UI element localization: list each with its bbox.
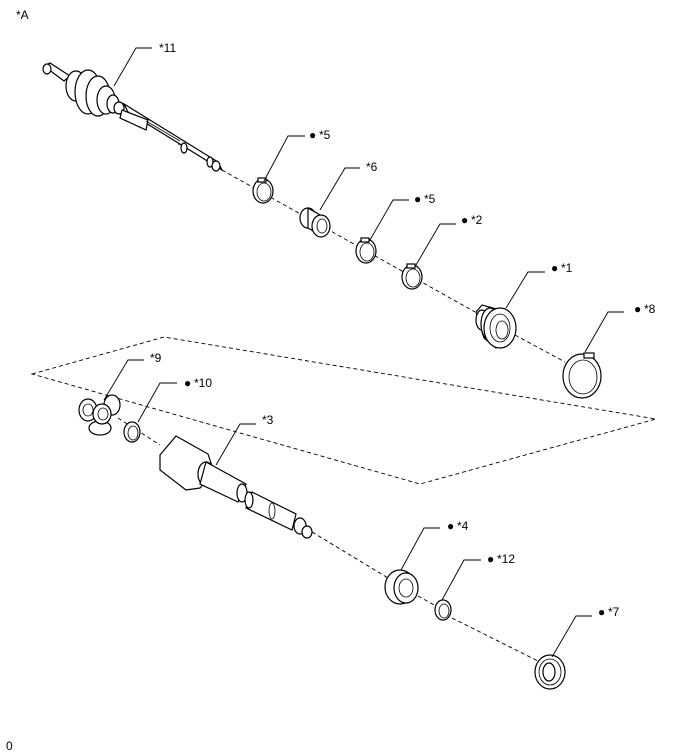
- callout-7: *7: [608, 605, 620, 619]
- callout-3: *3: [262, 413, 274, 427]
- bullet-2: ●: [461, 213, 468, 227]
- callout-10: *10: [194, 376, 212, 390]
- callout-4: *4: [457, 519, 469, 533]
- callout-12: *12: [497, 552, 515, 566]
- leader-lines: [103, 47, 624, 658]
- boot-clamp-2: [401, 263, 423, 290]
- callout-5a: *5: [319, 128, 331, 142]
- assembly-axis-lines: [117, 169, 566, 663]
- tripod-joint-9: [78, 394, 121, 436]
- oil-seal-7: [534, 654, 566, 690]
- snap-ring-10: [123, 421, 141, 443]
- bullet-12: ●: [487, 552, 494, 566]
- callout-1: *1: [561, 261, 573, 275]
- inboard-joint-tulip-3: [159, 435, 313, 539]
- bullet-5b: ●: [414, 192, 421, 206]
- boot-clamp-8: [562, 352, 602, 399]
- snap-ring-12: [434, 599, 452, 621]
- boot-clamp-5a: [252, 177, 274, 204]
- bearing-4: [384, 569, 419, 605]
- outboard-joint-shaft-assembly: [42, 62, 224, 172]
- callout-9: *9: [150, 351, 162, 365]
- bullet-1: ●: [551, 261, 558, 275]
- callout-11: *11: [159, 41, 176, 55]
- corner-code: 0: [6, 739, 13, 753]
- callout-labels: *11 ● *5 *6 ● *5 ● *2 ● *1 ● *8 *9 ● *10…: [150, 41, 656, 619]
- callout-6: *6: [366, 160, 378, 174]
- bullet-7: ●: [598, 605, 605, 619]
- bullet-8: ●: [634, 302, 641, 316]
- bullet-5a: ●: [309, 128, 316, 142]
- bullet-10: ●: [184, 376, 191, 390]
- boot-clamp-5b: [355, 237, 377, 264]
- assembly-plane-outline: [30, 336, 657, 485]
- callout-5b: *5: [424, 192, 436, 206]
- bullet-4: ●: [447, 519, 454, 533]
- dynamic-damper-6: [299, 206, 331, 238]
- view-label: *A: [16, 8, 29, 22]
- callout-8: *8: [644, 302, 656, 316]
- callout-2: *2: [471, 213, 483, 227]
- inboard-joint-boot-1: [475, 304, 517, 349]
